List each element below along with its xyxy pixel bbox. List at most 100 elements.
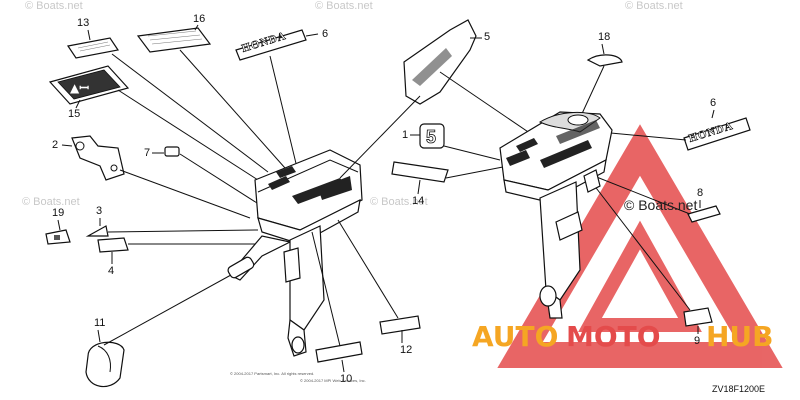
automotohub-triangle-logo [497,124,783,368]
leader-3-to-engine [107,229,259,233]
leader-9-to-engine [589,179,691,311]
decal-3 [85,225,109,237]
decal-18 [586,54,623,67]
engine-right-prop [539,285,557,307]
callout-7: 7 [144,147,150,159]
engine-left-grip [227,256,255,279]
logo-triangle-inner [578,220,702,332]
engine-right-cap [567,114,589,126]
automotohub-wordmark: AUTO MOTO HUB [472,320,774,353]
logo-word-hub: HUB [706,320,774,353]
leader-11 [97,329,101,343]
engine-right-decal-b [516,138,538,152]
decal-7 [164,146,180,157]
watermark-overlay: © Boats.net [624,197,697,213]
leader-1-to-engine [443,145,501,161]
leader-10 [341,359,345,373]
decal-8 [687,205,721,223]
engine-left-prop [291,336,305,354]
watermark-top-center: © Boats.net [315,0,373,12]
engine-right-decal-d [556,120,600,144]
callout-16: 16 [193,13,205,25]
callout-18: 18 [598,31,610,43]
decal-14 [391,161,449,183]
callout-13: 13 [77,17,89,29]
leader-15 [75,99,81,109]
outboard-engine-left [227,149,363,357]
watermark-mid-center: © Boats.net [370,196,428,208]
callout-6-right: 6 [710,97,716,109]
honda-decal-left [235,29,307,61]
leader-2 [61,144,73,147]
leader-19 [57,219,61,231]
leader-5-to-left-engine [339,95,421,179]
engine-right-shaft [539,181,581,301]
copyright-line-2: © 2004-2017 MPI Web Services, Inc. [300,378,366,383]
engine-left-decal-a [268,176,290,190]
callout-15: 15 [68,108,80,120]
logo-triangle-outer [497,124,783,368]
drawing-code: ZV18F1200E [712,384,765,394]
decal-19-mark [54,235,60,240]
callout-14: 14 [412,195,424,207]
outboard-engine-right [499,111,613,319]
engine-right-pan [503,158,607,203]
leader-15-to-cover [117,89,259,181]
callout-5: 5 [484,31,490,43]
decal-9 [683,307,713,327]
callout-11: 11 [94,317,105,329]
decal-2-hole [75,141,85,151]
badge-5-text: 5 [426,127,436,147]
callout-6-left: 6 [322,28,328,40]
decal-5-shade [412,48,452,86]
leader-12-to-engine [337,219,399,319]
engine-right-clamp [555,211,583,241]
leader-13 [87,29,91,41]
engine-left-pan [257,198,361,245]
leader-5-to-engine [439,71,541,141]
leader-8-to-engine [593,175,691,215]
engine-left-decal-d [318,176,352,200]
leader-18 [601,43,605,55]
watermark-top-left: © Boats.net [25,0,83,12]
leader-6-right [711,109,715,119]
engine-right-decal-c [540,140,592,168]
decal-10 [315,341,363,363]
callout-9: 9 [694,335,700,347]
decal-16 [136,27,212,53]
leader-16-to-cover [179,49,286,169]
logo-word-moto: MOTO [566,320,661,353]
leader-10-to-engine [311,231,341,347]
badge-5 [419,123,445,149]
honda-decal-right [683,117,751,151]
decal-13 [66,37,120,59]
leader-14-to-engine [445,165,509,179]
leader-13-to-cover [111,53,269,173]
engine-left-clamp [283,247,301,283]
leader-6-left-to-cover [269,55,301,181]
copyright-line-1: © 2004-2017 Partsmart, Inc. All rights r… [230,371,314,376]
engine-left-decal-b [276,166,296,178]
leader-16 [194,24,199,31]
decal-15-symbol: ▲ꟷ [70,81,89,95]
callout-8: 8 [697,187,703,199]
decal-15-inner [57,69,121,100]
callout-12: 12 [400,344,412,356]
callout-19: 19 [52,207,64,219]
leader-14 [417,179,421,195]
engine-right-tiller-mount [583,169,601,193]
callout-4: 4 [108,265,114,277]
callout-1: 1 [402,129,408,141]
leader-11-to-handle [103,269,241,346]
decal-12 [379,315,421,335]
leader-7-to-cover [179,153,269,211]
logo-word-auto: AUTO [472,320,558,353]
decal-11-fold [97,345,111,373]
leader-6-right-to-engine [599,131,687,141]
decal-4 [97,237,129,253]
watermark-mid-left: © Boats.net [22,196,80,208]
callout-3: 3 [96,205,102,217]
callout-2: 2 [52,139,58,151]
